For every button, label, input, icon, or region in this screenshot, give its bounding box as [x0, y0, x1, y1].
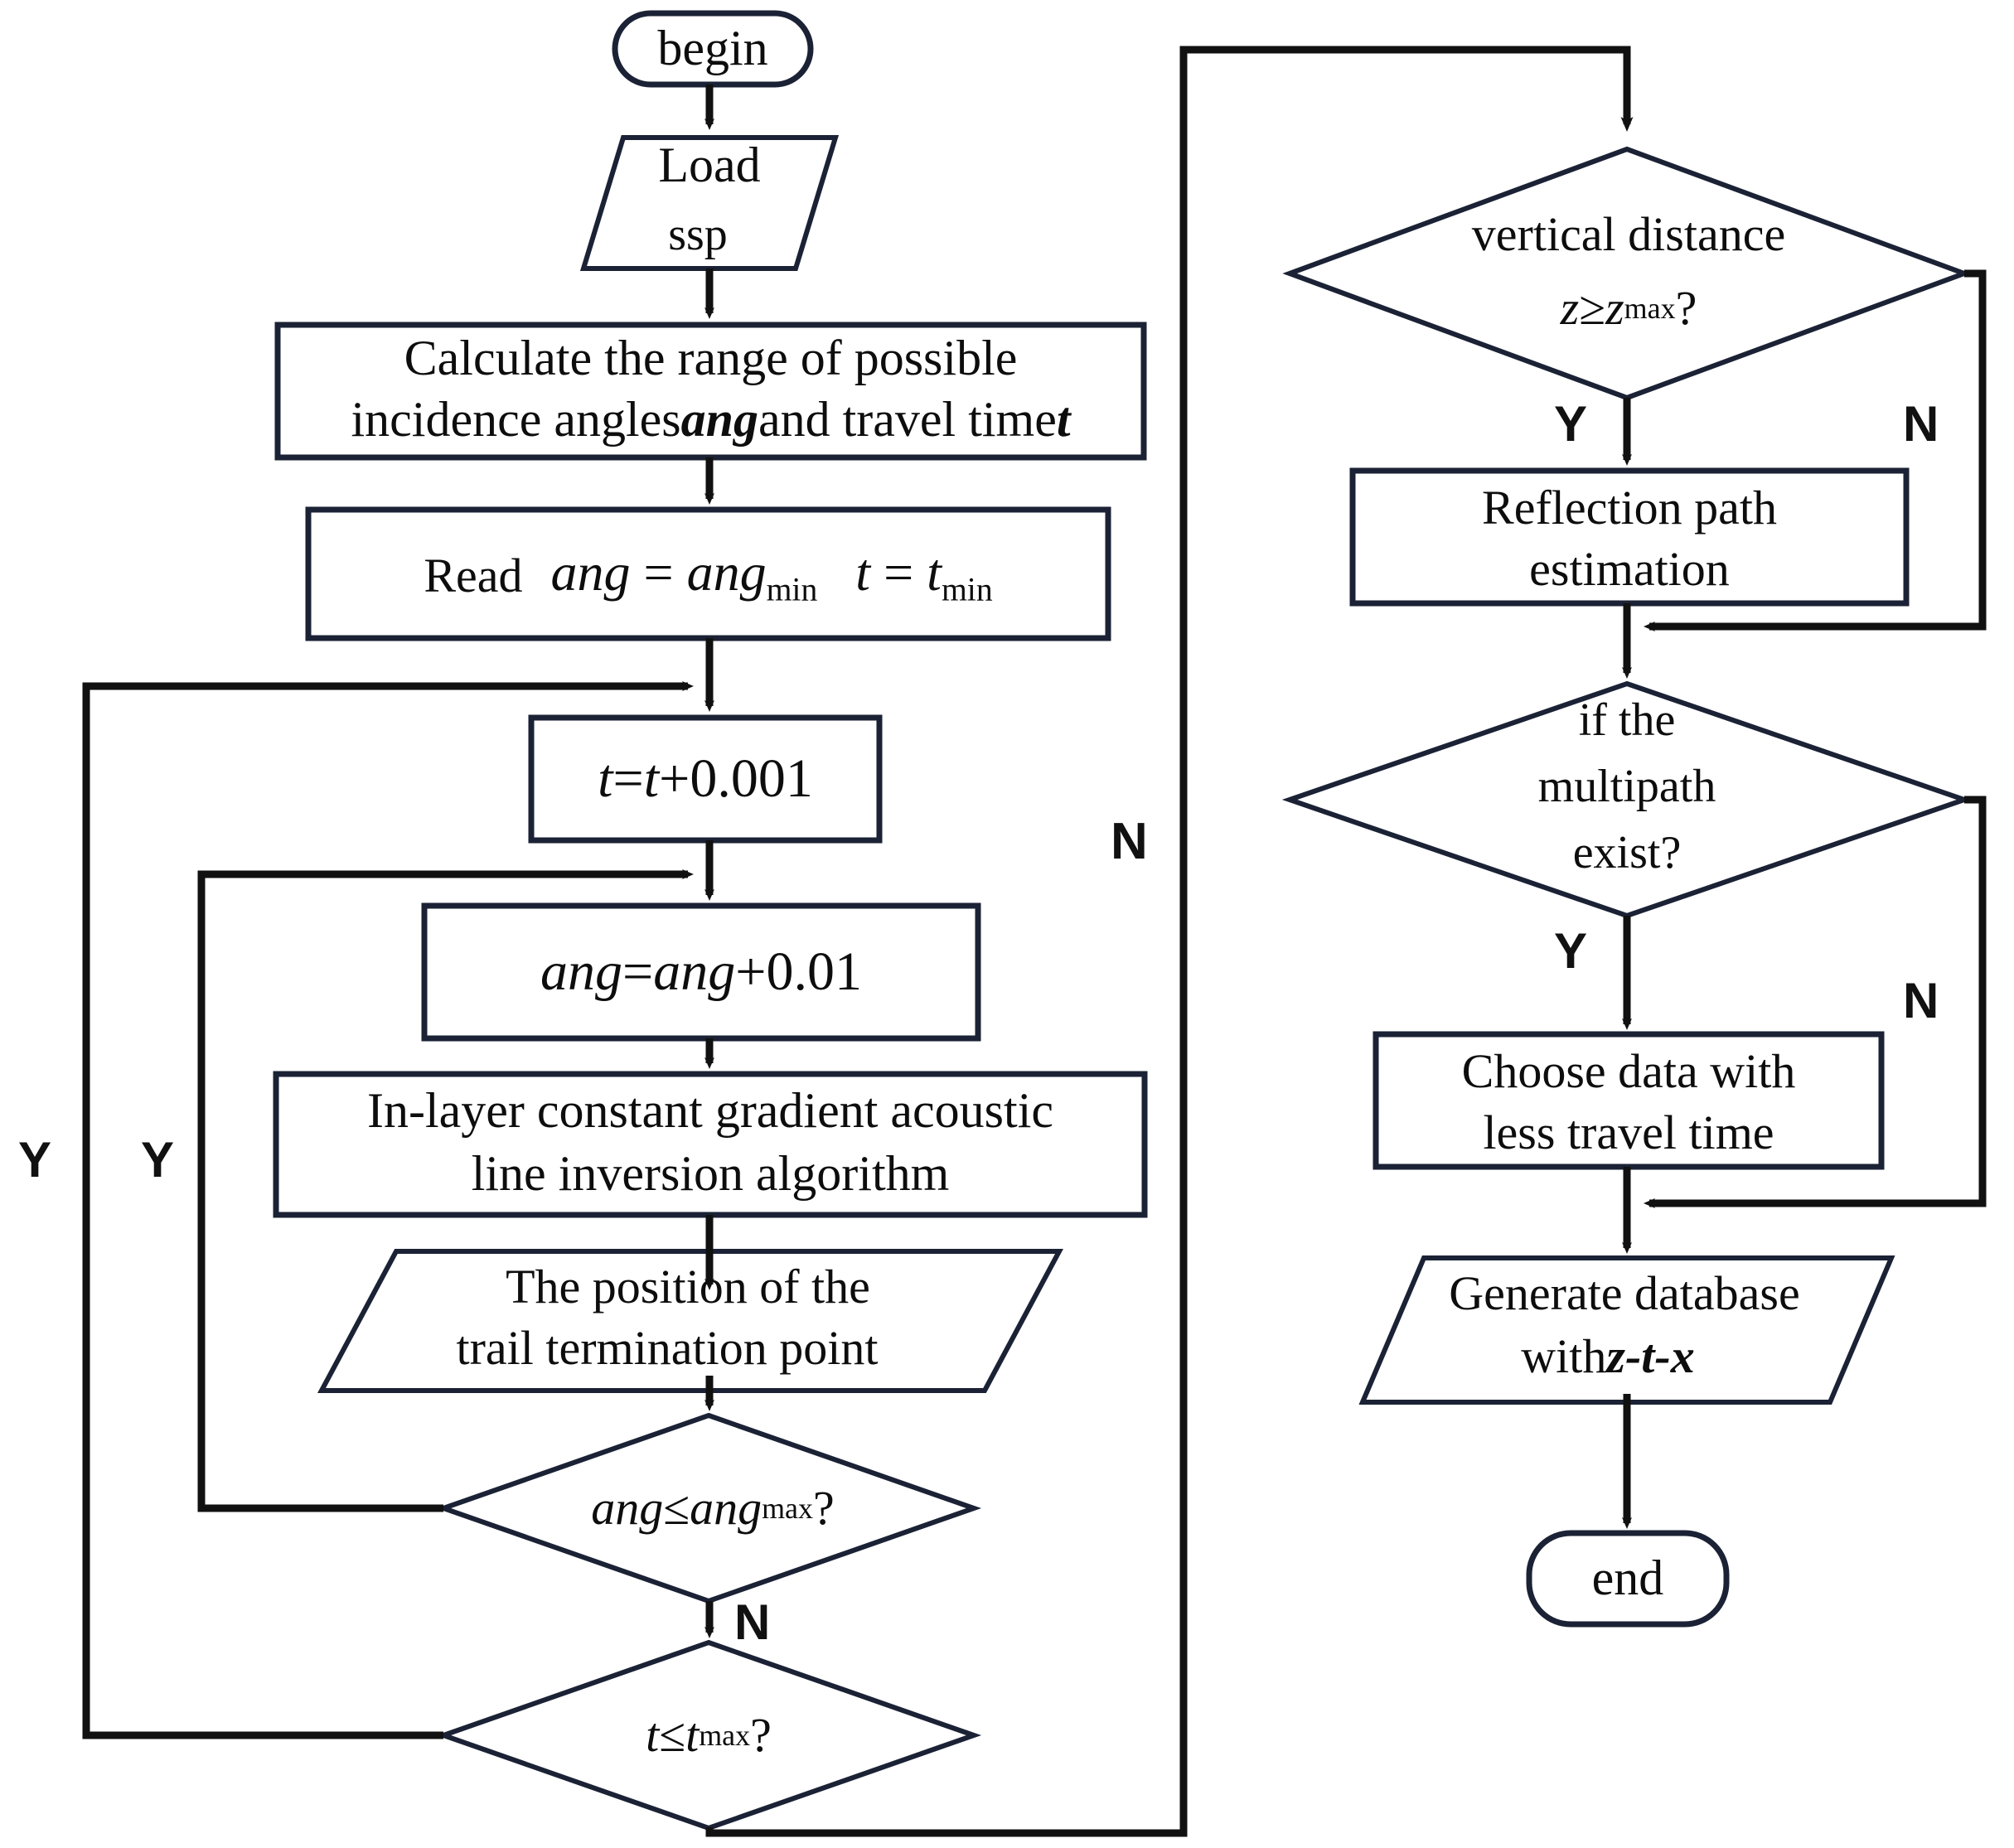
shape-ang-check	[435, 1412, 982, 1604]
shape-begin	[612, 10, 814, 88]
shape-end	[1526, 1530, 1730, 1628]
edge-label-t-check-yes: Y	[18, 1132, 52, 1188]
edge-label-z-check-yes: Y	[1554, 396, 1588, 452]
shape-reflection	[1349, 467, 1910, 607]
edge-t-check-no-to-z-check	[705, 46, 1634, 1837]
shape-read-init	[305, 506, 1111, 641]
shape-z-check	[1282, 146, 1972, 401]
shape-choose-data	[1373, 1031, 1885, 1170]
shape-t-increment	[528, 714, 883, 844]
edge-label-ang-check-no: N	[734, 1594, 771, 1650]
edge-t-check-yes-loop	[82, 681, 694, 1739]
edge-label-multipath-yes: Y	[1554, 923, 1588, 979]
shape-multipath-check	[1281, 680, 1973, 919]
edge-z-check-no-bypass	[1644, 269, 1987, 631]
edge-label-ang-check-yes: Y	[141, 1132, 175, 1188]
shape-inversion	[273, 1071, 1148, 1218]
edge-label-z-check-no: N	[1903, 396, 1939, 452]
edge-label-multipath-no: N	[1903, 973, 1939, 1028]
shape-trail-position	[317, 1249, 1064, 1393]
shape-generate-database	[1358, 1255, 1895, 1405]
edge-multipath-no-bypass	[1644, 796, 1987, 1208]
shape-load-ssp	[579, 135, 840, 271]
edge-label-t-check-no: N	[1111, 813, 1148, 870]
edge-ang-check-yes-loop	[197, 869, 694, 1512]
shape-ang-increment	[421, 902, 981, 1042]
shape-calculate-range	[274, 322, 1147, 461]
shape-t-check	[435, 1639, 982, 1831]
